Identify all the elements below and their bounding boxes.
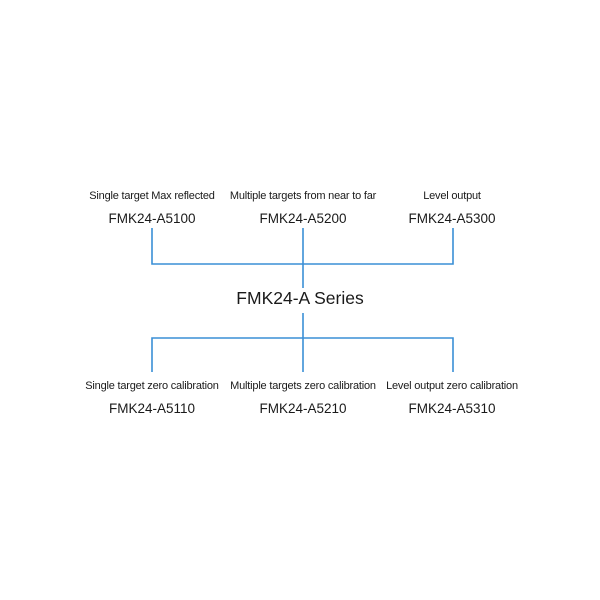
node-description: Single target zero calibration <box>85 380 219 392</box>
node-model: FMK24-A5110 <box>108 401 196 416</box>
node-description: Level output zero calibration <box>386 380 518 392</box>
node-model: FMK24-A5310 <box>408 401 496 416</box>
node-multiple-targets-zero-calibration: Multiple targets zero calibration FMK24-… <box>203 380 403 417</box>
node-description: Multiple targets zero calibration <box>230 380 376 392</box>
node-model: FMK24-A5210 <box>259 401 347 416</box>
series-title: FMK24-A Series <box>236 288 364 308</box>
node-multiple-targets-near-to-far: Multiple targets from near to far FMK24-… <box>203 190 403 227</box>
connector-group <box>151 228 454 372</box>
node-description: Level output <box>423 190 481 202</box>
node-model: FMK24-A5200 <box>259 211 347 226</box>
node-model: FMK24-A5300 <box>408 211 496 226</box>
node-single-target-zero-calibration: Single target zero calibration FMK24-A51… <box>52 380 252 417</box>
node-description: Single target Max reflected <box>89 190 215 202</box>
node-model: FMK24-A5100 <box>108 211 196 226</box>
node-level-output-zero-calibration: Level output zero calibration FMK24-A531… <box>352 380 552 417</box>
node-level-output: Level output FMK24-A5300 <box>352 190 552 227</box>
node-single-target-max-reflected: Single target Max reflected FMK24-A5100 <box>52 190 252 227</box>
node-description: Multiple targets from near to far <box>229 190 377 202</box>
